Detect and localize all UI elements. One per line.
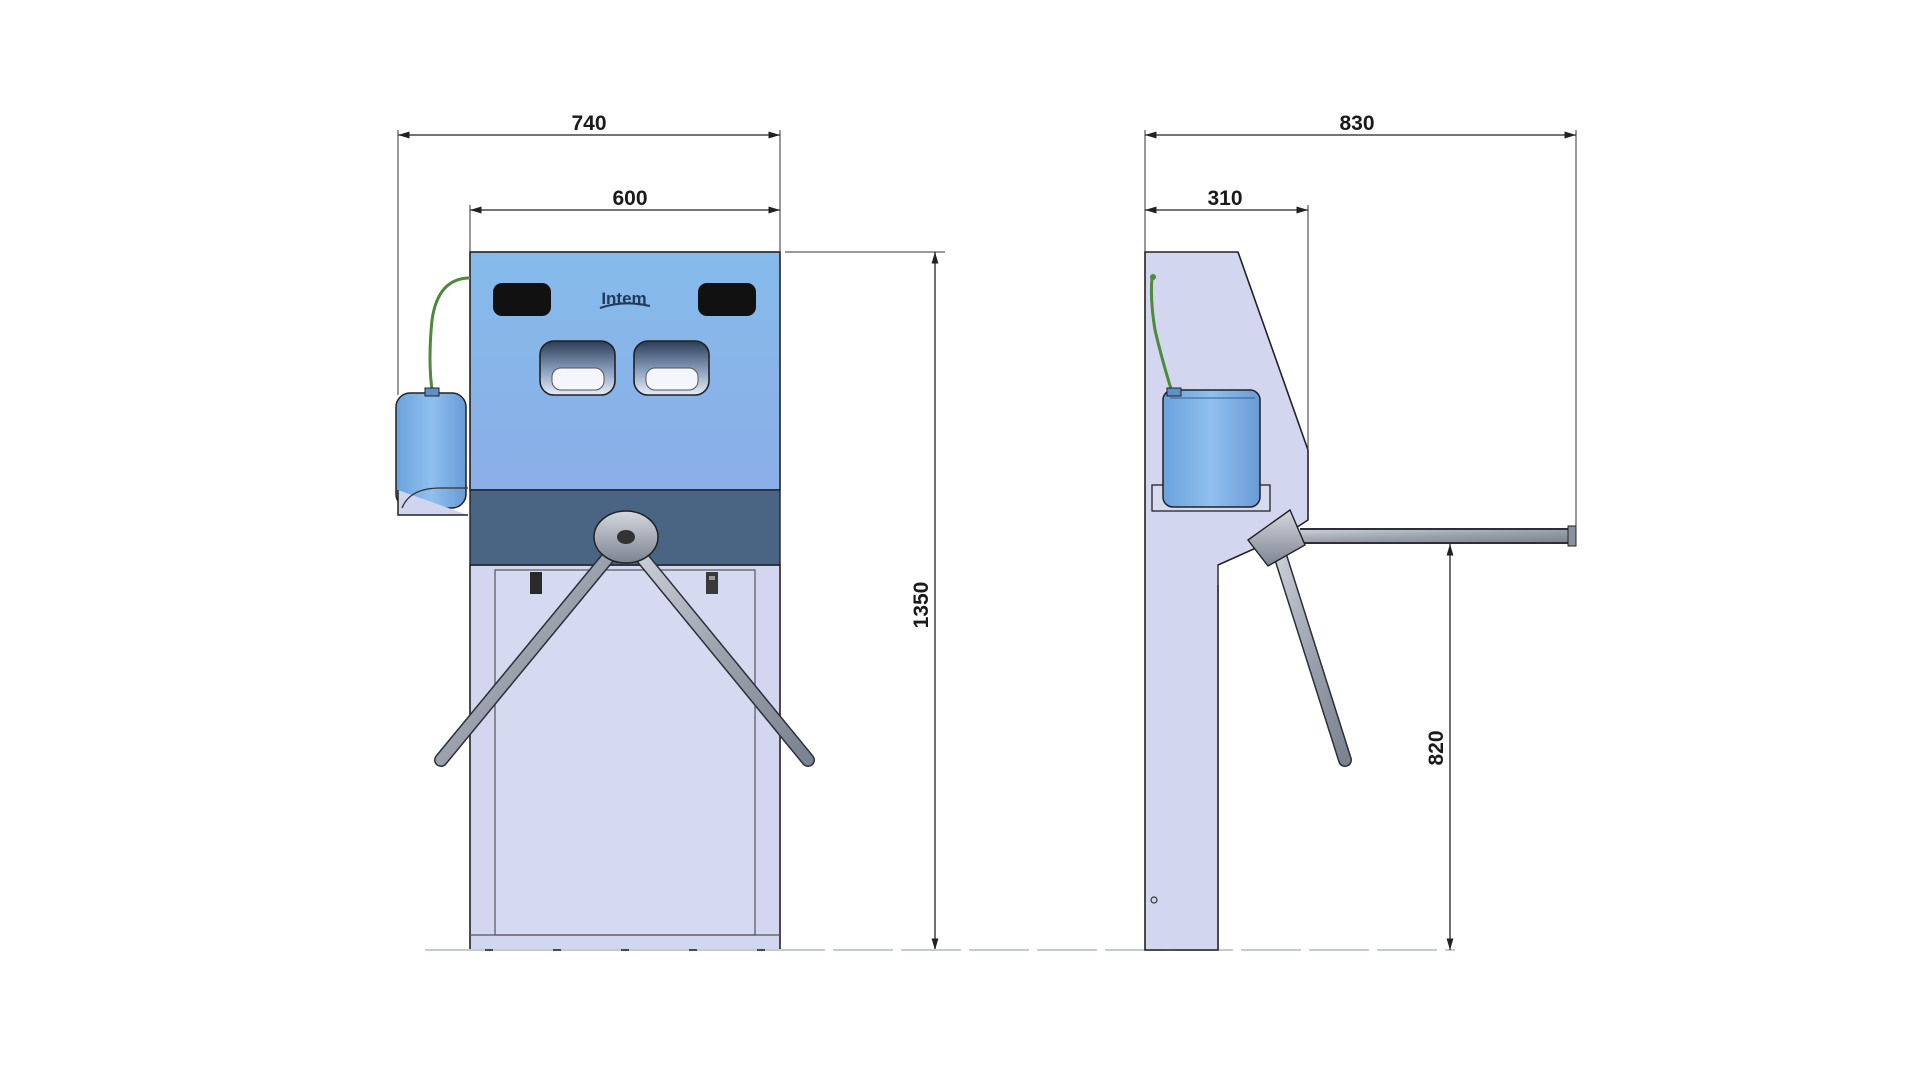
side-housing <box>1144 251 1309 951</box>
side-rotor-hub <box>1247 508 1306 567</box>
side-hose <box>1149 277 1174 393</box>
side-sanitizer-canister <box>1149 274 1271 512</box>
side-view: 830 310 820 <box>1144 112 1577 951</box>
front-tripod-arms <box>434 510 815 767</box>
right-indicator <box>706 572 718 594</box>
front-inner-panel <box>494 569 756 936</box>
dim-side-body-depth: 310 <box>1145 187 1309 450</box>
dim-front-overall-width: 740 <box>397 112 781 395</box>
front-hose <box>428 276 471 391</box>
left-display <box>493 283 551 316</box>
dim-front-height: 1350 <box>785 251 945 950</box>
dim-side-overall-depth: 830 <box>1144 112 1577 526</box>
dim-side-overall-depth-label: 830 <box>1339 112 1374 135</box>
right-display <box>698 283 756 316</box>
left-indicator <box>530 572 542 594</box>
dim-side-arm-height: 820 <box>1425 544 1454 950</box>
sanitizer-slot-left <box>539 340 616 396</box>
front-view: Intem <box>395 112 945 951</box>
side-screw <box>1150 896 1158 904</box>
sanitizer-slot-right <box>633 340 710 396</box>
side-horizontal-arm <box>1300 525 1577 547</box>
side-diagonal-arm <box>1273 548 1352 767</box>
dim-side-arm-height-label: 820 <box>1425 730 1448 765</box>
front-sanitizer-canister <box>395 276 471 516</box>
dim-front-overall-width-label: 740 <box>571 112 606 135</box>
dim-front-body-width: 600 <box>469 187 780 252</box>
dim-side-body-depth-label: 310 <box>1207 187 1242 210</box>
dim-front-height-label: 1350 <box>910 582 933 629</box>
dim-front-body-width-label: 600 <box>612 187 647 210</box>
